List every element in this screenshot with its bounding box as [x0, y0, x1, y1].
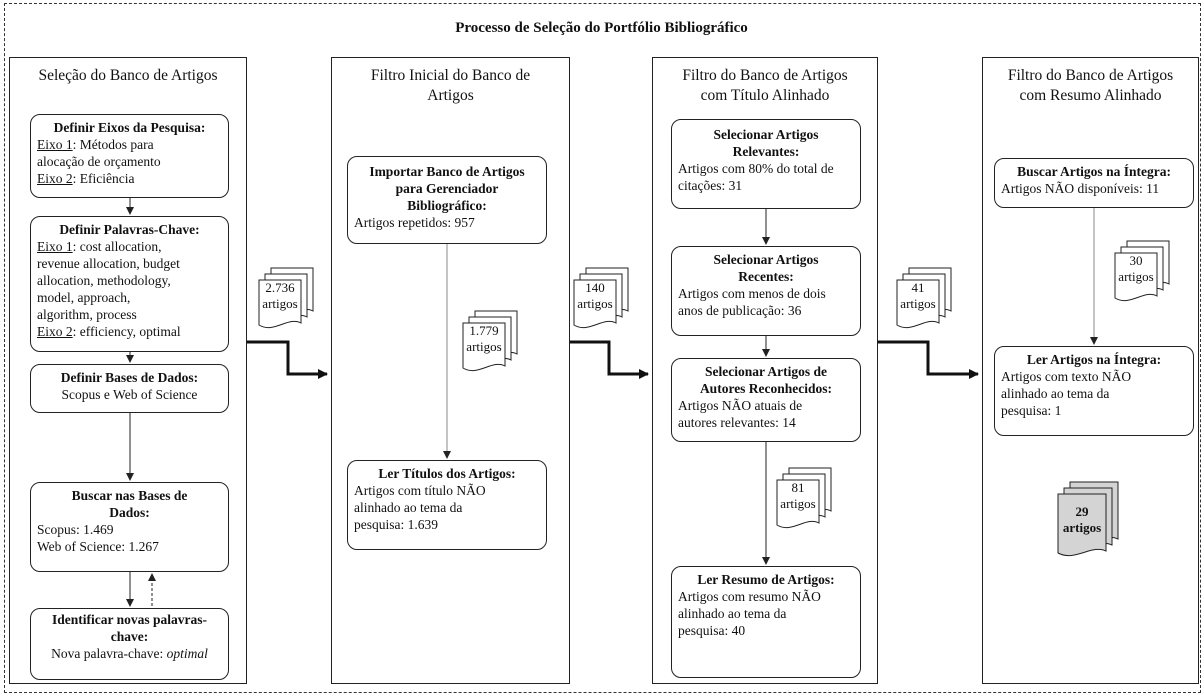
box-line: Eixo 2: Eficiência [37, 171, 135, 186]
doc-label: 2.736 artigos [262, 280, 298, 311]
box-definir-palavras-chave: Definir Palavras-Chave: Eixo 1: cost all… [30, 216, 229, 352]
box-title: Definir Eixos da Pesquisa: [53, 120, 206, 135]
box-artigos-relevantes: Selecionar Artigos Relevantes: Artigos c… [671, 119, 861, 209]
box-line: Artigos com resumo NÃO [678, 589, 821, 604]
box-line: Artigos com texto NÃO [1001, 369, 1132, 384]
doc-stack-shape [1114, 240, 1170, 301]
box-line: Eixo 1: Métodos para [37, 137, 154, 152]
box-line: Scopus e Web of Science [61, 387, 198, 402]
box-line: Artigos com título NÃO [354, 483, 486, 498]
column-title: Seleção do Banco de Artigos [38, 67, 218, 84]
box-definir-eixos: Definir Eixos da Pesquisa: Eixo 1: Métod… [30, 114, 229, 198]
column-title: Filtro do Banco de Artigos com Título Al… [682, 67, 848, 104]
box-line: Artigos repetidos: 957 [354, 215, 475, 230]
box-title: Buscar Artigos na Íntegra: [1017, 164, 1171, 179]
box-line: alinhado ao tema da [678, 606, 787, 621]
box-line: Eixo 2: efficiency, optimal [37, 324, 181, 339]
box-line: Eixo 1: cost allocation, [37, 239, 162, 254]
doc-stack-shape [1057, 481, 1119, 556]
box-artigos-recentes: Selecionar Artigos Recentes: Artigos com… [671, 246, 861, 336]
column-filtro-inicial: Filtro Inicial do Banco de Artigos [331, 57, 570, 684]
box-ler-integra: Ler Artigos na Íntegra: Artigos com text… [994, 346, 1194, 436]
box-line: algorithm, process [37, 307, 137, 322]
box-line: Artigos com menos de dois [678, 286, 826, 301]
doc-sheet [896, 279, 940, 328]
box-identificar-palavras: Identificar novas palavras-chave: Nova p… [30, 608, 229, 680]
box-title: Selecionar Artigos de Autores Reconhecid… [699, 364, 833, 396]
box-line: Nova palavra-chave: optimal [51, 646, 208, 661]
doc-label: 41 artigos [900, 280, 936, 311]
box-line: allocation, methodology, [37, 273, 171, 288]
box-definir-bases: Definir Bases de Dados: Scopus e Web of … [30, 364, 229, 413]
box-line: alinhado ao tema da [1001, 386, 1110, 401]
box-line: model, approach, [37, 290, 131, 305]
box-line: alocação de orçamento [37, 154, 161, 169]
box-autores-reconhecidos: Selecionar Artigos de Autores Reconhecid… [671, 358, 861, 442]
doc-stack-shape [258, 267, 314, 328]
doc-sheet [462, 322, 506, 371]
box-title: Ler Artigos na Íntegra: [1026, 352, 1162, 367]
doc-sheet [776, 479, 820, 528]
box-line: alinhado ao tema da [354, 500, 463, 515]
doc-sheet [1114, 252, 1158, 301]
box-title: Definir Bases de Dados: [60, 370, 199, 385]
box-ler-resumo: Ler Resumo de Artigos: Artigos com resum… [671, 566, 861, 678]
box-title: Ler Resumo de Artigos: [697, 572, 835, 587]
diagram-title: Processo de Seleção do Portfólio Bibliog… [455, 20, 748, 36]
doc-label: 30 artigos [1118, 253, 1154, 284]
doc-label: 81 artigos [780, 480, 816, 511]
box-title: Selecionar Artigos Relevantes: [713, 127, 819, 159]
box-buscar-bases: Buscar nas Bases de Dados: Scopus: 1.469… [30, 482, 229, 572]
doc-sheet [258, 279, 302, 328]
box-title: Importar Banco de Artigos para Gerenciad… [369, 164, 525, 213]
doc-stack-shape [896, 267, 952, 328]
box-title: Selecionar Artigos Recentes: [713, 252, 819, 284]
doc-stack-shape [776, 467, 832, 528]
box-line: pesquisa: 1 [1001, 403, 1062, 418]
box-line: anos de publicação: 36 [678, 303, 802, 318]
box-ler-titulos: Ler Títulos dos Artigos: Artigos com tít… [347, 460, 547, 550]
box-line: revenue allocation, budget [37, 256, 180, 271]
box-importar-banco: Importar Banco de Artigos para Gerenciad… [347, 156, 547, 244]
column-title: Filtro do Banco de Artigos com Resumo Al… [1007, 67, 1174, 104]
box-line: pesquisa: 40 [678, 623, 746, 638]
doc-stack-shape [462, 310, 518, 371]
box-title: Identificar novas palavras-chave: [51, 612, 207, 644]
box-line: autores relevantes: 14 [678, 415, 796, 430]
box-title: Buscar nas Bases de Dados: [71, 488, 188, 520]
doc-sheet [1057, 493, 1107, 556]
doc-stack-icon: 81 artigos [776, 467, 832, 528]
box-title: Definir Palavras-Chave: [59, 222, 200, 237]
box-line: Scopus: 1.469 [37, 522, 114, 537]
doc-label: 29 artigos [1062, 504, 1102, 535]
box-line: Artigos com 80% do total de [678, 161, 834, 176]
doc-stack-icon: 1.779 artigos [462, 310, 518, 371]
doc-label: 140 artigos [577, 280, 613, 311]
doc-stack-icon: 30 artigos [1114, 240, 1170, 301]
box-line: pesquisa: 1.639 [354, 517, 438, 532]
doc-stack-shape [573, 267, 629, 328]
box-buscar-integra: Buscar Artigos na Íntegra: Artigos NÃO d… [994, 158, 1194, 208]
box-title: Ler Títulos dos Artigos: [378, 466, 516, 481]
box-line: Web of Science: 1.267 [37, 539, 159, 554]
doc-stack-icon: 41 artigos [896, 267, 952, 328]
doc-label: 1.779 artigos [466, 323, 502, 354]
doc-sheet [573, 279, 617, 328]
column-title: Filtro Inicial do Banco de Artigos [370, 67, 531, 104]
doc-stack-icon: 140 artigos [573, 267, 629, 328]
doc-stack-icon: 2.736 artigos [258, 267, 314, 328]
box-line: Artigos NÃO disponíveis: 11 [1001, 181, 1160, 196]
box-line: Artigos NÃO atuais de [678, 398, 803, 413]
box-line: citações: 31 [678, 178, 743, 193]
doc-stack-icon: 29 artigos [1057, 481, 1119, 556]
